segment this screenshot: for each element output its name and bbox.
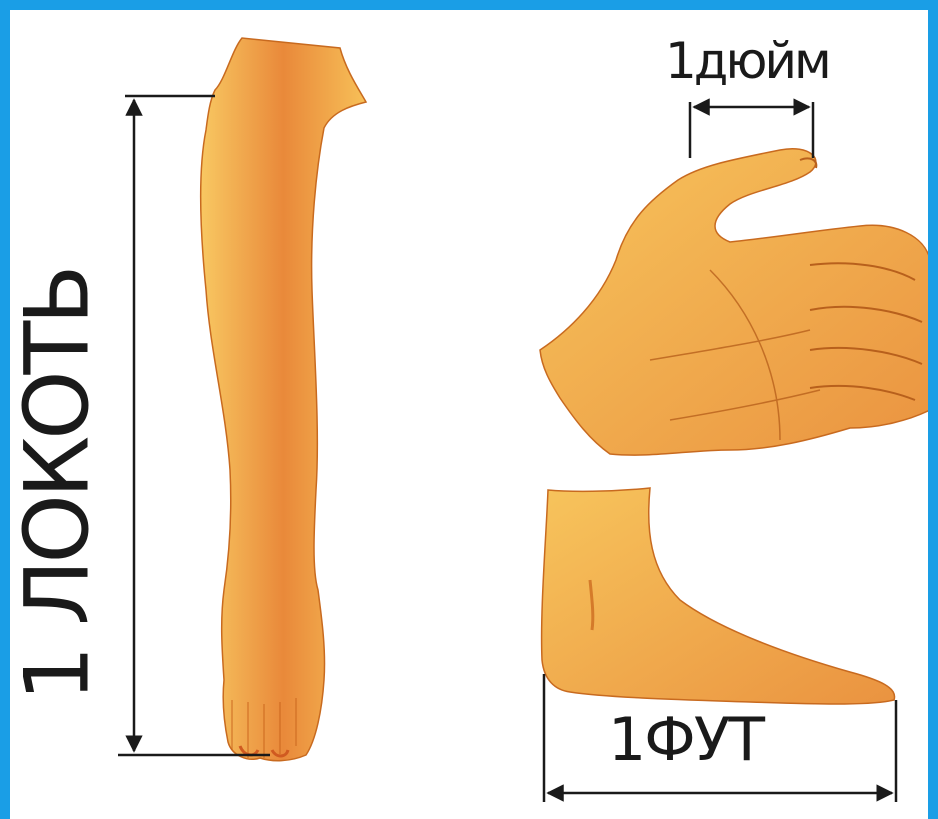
arm-illustration bbox=[201, 38, 366, 761]
inch-label: 1дюйм bbox=[665, 32, 829, 90]
thumb-hand-illustration bbox=[540, 149, 928, 455]
diagram-canvas: 1 ЛОКОТЬ 1дюйм 1ФУТ bbox=[10, 10, 928, 819]
elbow-label: 1 ЛОКОТЬ bbox=[10, 268, 109, 701]
measurement-illustration bbox=[10, 10, 928, 819]
foot-label: 1ФУТ bbox=[608, 705, 763, 775]
foot-illustration bbox=[542, 488, 895, 704]
